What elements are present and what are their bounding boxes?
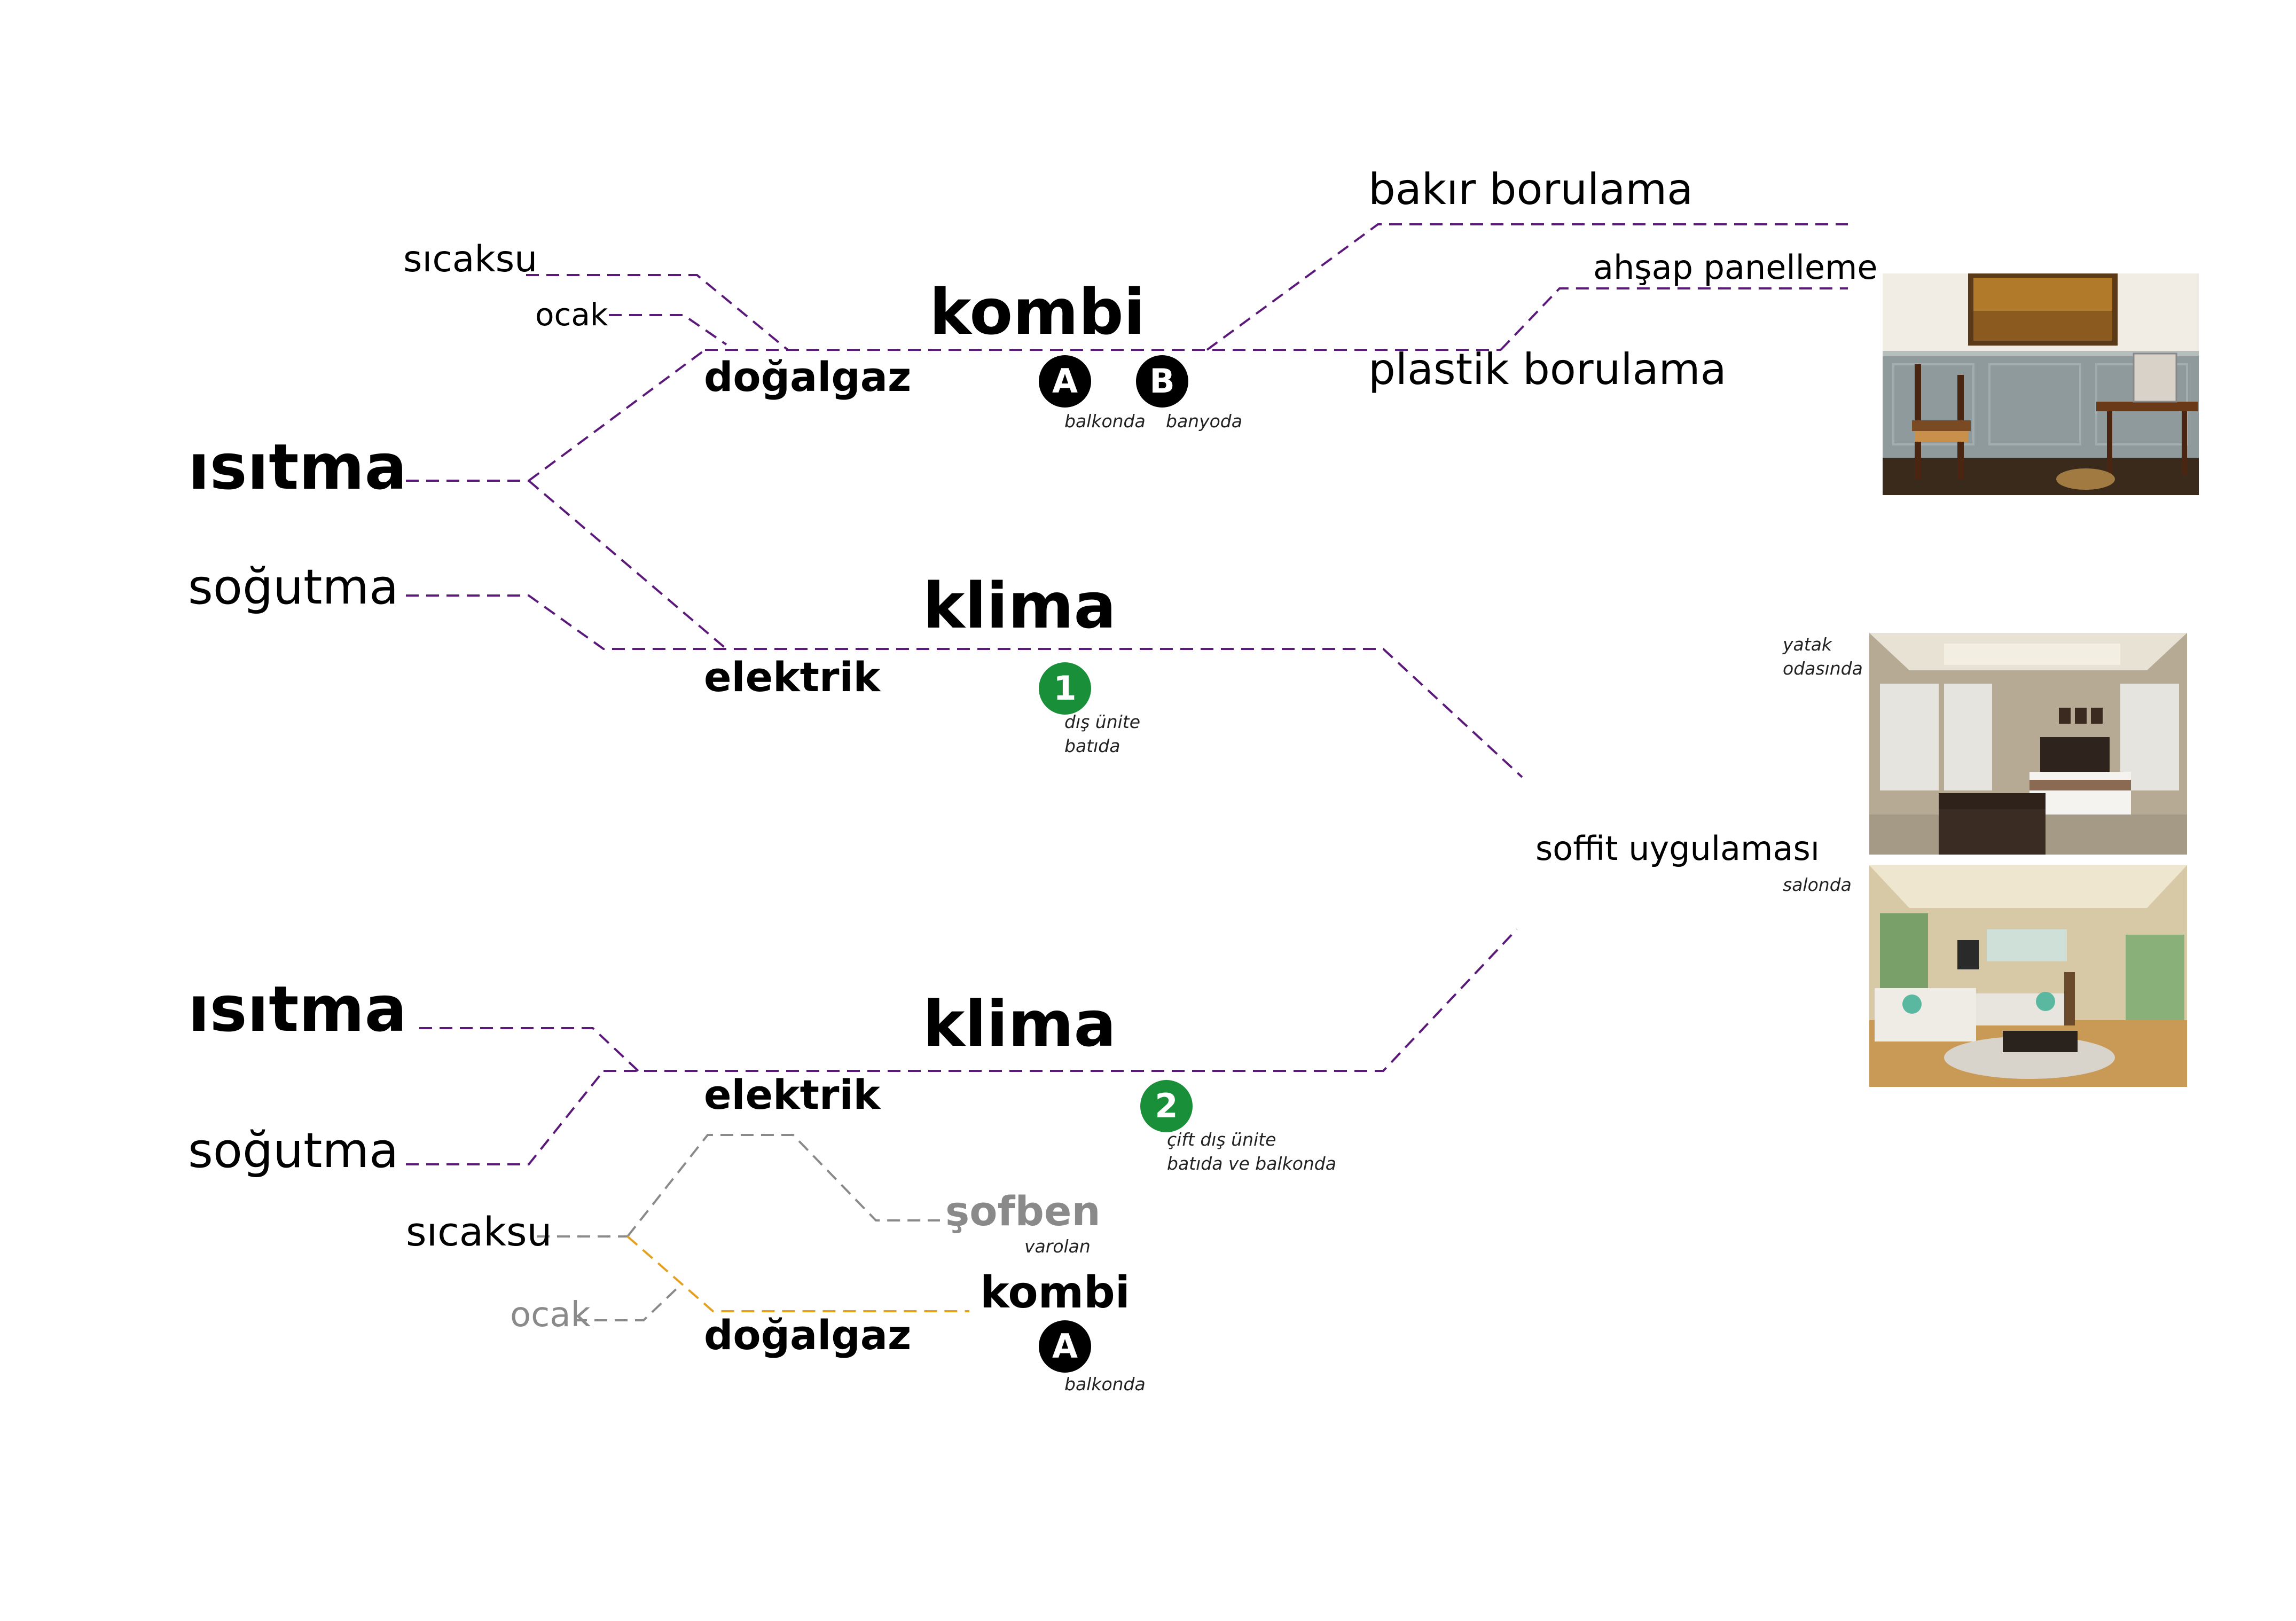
line-sicaksu <box>526 274 789 351</box>
label-ocak-bottom: ocak <box>510 1295 591 1335</box>
badge-2: 2 <box>1140 1080 1193 1132</box>
note-balkonda-top: balkonda <box>1064 411 1146 432</box>
label-sofben: şofben <box>945 1187 1101 1235</box>
note-balkonda-bottom: balkonda <box>1064 1374 1146 1395</box>
label-soffit-uygulamasi: soffit uygulaması <box>1535 829 1820 868</box>
badge-1: 1 <box>1039 662 1091 715</box>
badge-a-bottom: A <box>1039 1320 1091 1373</box>
note-cift-line1: çift dış ünite <box>1167 1129 1276 1150</box>
label-dogalgaz-top: doğalgaz <box>704 353 912 401</box>
label-bakir-borulama: bakır borulama <box>1368 165 1694 214</box>
badge-a-top: A <box>1039 355 1091 408</box>
line-isitma-to-dogalgaz <box>528 349 706 482</box>
photo-ahsap-panel-room <box>1883 273 2199 495</box>
line-isitma-bottom <box>419 1027 639 1072</box>
label-klima-bottom: klima <box>923 987 1116 1061</box>
label-kombi-bottom: kombi <box>980 1267 1130 1318</box>
label-isitma-bottom: ısıtma <box>188 972 408 1046</box>
label-plastik-borulama: plastik borulama <box>1368 344 1727 394</box>
label-isitma-top: ısıtma <box>188 430 408 504</box>
line-klima-bottom <box>604 928 1518 1072</box>
line-ocak-bottom <box>574 1283 682 1321</box>
line-sogutma <box>406 594 1523 778</box>
note-dis-unite-line2: batıda <box>1064 735 1120 756</box>
line-isitma-to-elektrik <box>528 480 727 650</box>
label-dogalgaz-bottom: doğalgaz <box>704 1311 912 1359</box>
label-sicaksu-bottom: sıcaksu <box>406 1209 552 1255</box>
label-ahsap-panelleme: ahşap panelleme <box>1593 248 1878 287</box>
label-kombi-top: kombi <box>929 275 1146 349</box>
label-sicaksu-top: sıcaksu <box>403 238 538 280</box>
line-sogutma-bottom <box>406 1070 605 1165</box>
note-yatak-line1: yatak <box>1783 634 1832 655</box>
note-dis-unite: dış ünite batıda <box>1064 710 1140 758</box>
note-cift-dis-unite: çift dış ünite batıda ve balkonda <box>1167 1128 1336 1176</box>
photo-bedroom <box>1869 633 2187 855</box>
line-to-ahsap <box>1500 287 1848 351</box>
label-klima-top: klima <box>923 569 1116 643</box>
line-ocak <box>609 314 727 346</box>
photo-living-room <box>1869 865 2187 1087</box>
label-sogutma-bottom: soğutma <box>188 1123 399 1179</box>
label-elektrik-bottom: elektrik <box>704 1071 881 1118</box>
note-dis-unite-line1: dış ünite <box>1064 711 1141 732</box>
note-yatak-odasinda: yatak odasında <box>1783 633 1863 680</box>
badge-b-top: B <box>1136 355 1188 408</box>
label-sogutma-top: soğutma <box>188 559 399 615</box>
label-ocak-top: ocak <box>535 296 608 333</box>
note-yatak-line2: odasında <box>1783 657 1863 679</box>
note-cift-line2: batıda ve balkonda <box>1167 1153 1336 1174</box>
note-varolan: varolan <box>1024 1236 1091 1257</box>
line-to-sofben <box>626 1134 940 1238</box>
line-to-kombi-bottom <box>626 1235 969 1312</box>
line-to-bakir <box>1206 223 1848 351</box>
note-banyoda-top: banyoda <box>1166 411 1242 432</box>
label-elektrik-top: elektrik <box>704 653 881 701</box>
note-salonda: salonda <box>1783 874 1852 895</box>
